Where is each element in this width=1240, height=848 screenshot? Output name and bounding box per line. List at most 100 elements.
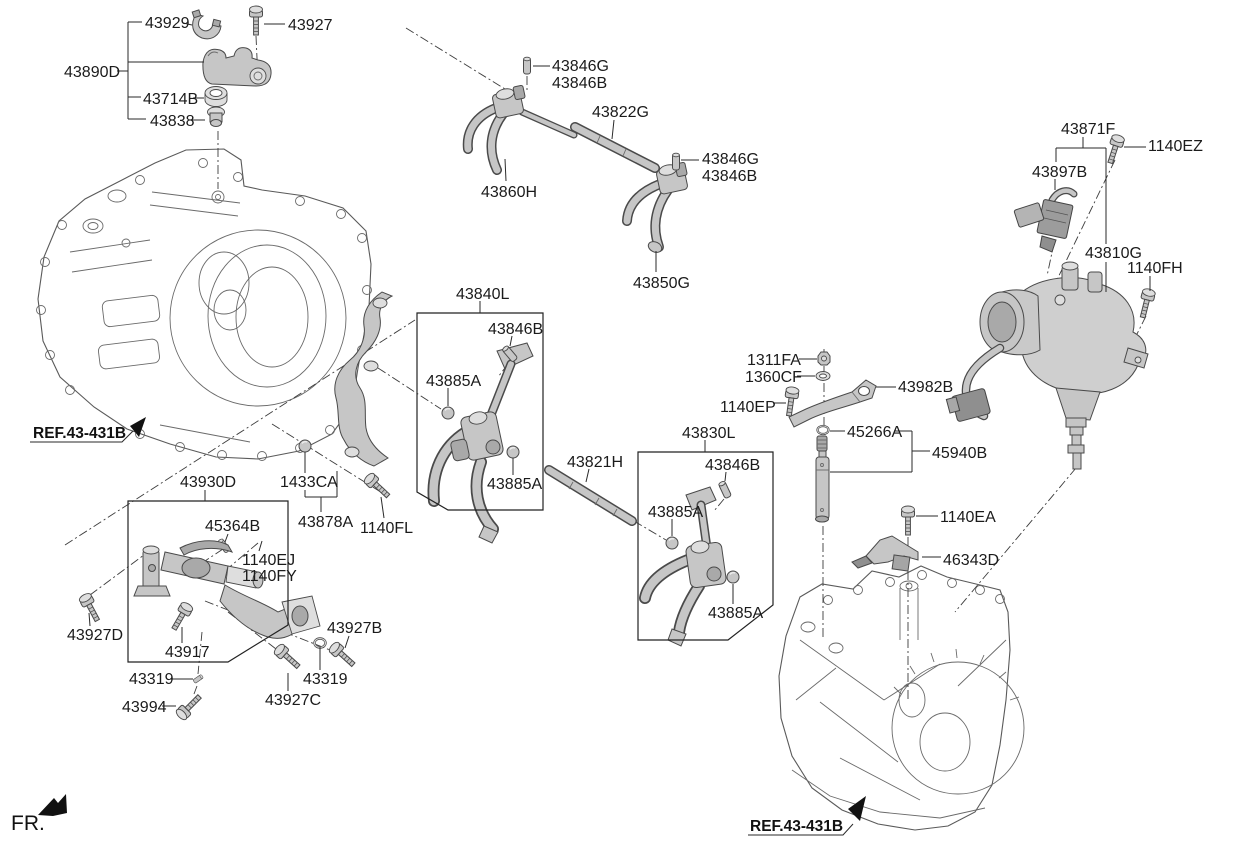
label-43840L: 43840L — [456, 286, 509, 303]
label-1360CF: 1360CF — [745, 369, 802, 386]
label-43885A-boxA2: 43885A — [487, 476, 542, 493]
label-43994: 43994 — [122, 699, 167, 716]
label-43846B-mid: 43846B — [702, 168, 757, 185]
label-43927D: 43927D — [67, 627, 123, 644]
leader-lines — [88, 21, 1151, 707]
ref-callout-left — [30, 417, 146, 443]
detent-ball-43885A-3 — [665, 536, 679, 550]
label-43885A-boxA1: 43885A — [426, 373, 481, 390]
label-43860H: 43860H — [481, 184, 537, 201]
grommet-43714B — [204, 86, 228, 107]
bolt-43927D — [77, 591, 104, 624]
label-43850G: 43850G — [633, 275, 690, 292]
label-1311FA: 1311FA — [747, 352, 801, 369]
label-43838: 43838 — [150, 113, 195, 130]
label-43927: 43927 — [288, 17, 333, 34]
label-43927C: 43927C — [265, 692, 321, 709]
snap-clip-43929 — [191, 9, 222, 40]
label-46343D: 46343D — [943, 552, 999, 569]
label-1140EZ: 1140EZ — [1148, 138, 1203, 155]
gear-actuator-43810G — [979, 261, 1149, 470]
detent-ball-43885A-1 — [441, 406, 455, 420]
bolt-43917 — [167, 600, 195, 633]
actuator-wiring-harness — [945, 343, 1005, 422]
label-43846G-top: 43846G — [552, 58, 609, 75]
callout-box-43840L — [416, 312, 544, 511]
guide-bracket-46343D — [851, 535, 919, 572]
label-1140EA: 1140EA — [940, 509, 996, 526]
label-43929: 43929 — [145, 15, 190, 32]
callout-box-43830L — [637, 451, 774, 641]
ref-label-right: REF.43-431B — [750, 818, 843, 835]
callout-box-43930D — [127, 500, 289, 663]
spring-pin-43846-boxB — [717, 480, 733, 500]
washer-1360CF — [815, 371, 831, 381]
label-1140EJ: 1140EJ — [242, 552, 295, 569]
label-43917: 43917 — [165, 644, 210, 661]
shift-lever-43982B — [788, 379, 877, 428]
ball-1433CA — [298, 439, 312, 453]
detent-ball-43885A-2 — [506, 445, 520, 459]
label-1140FL: 1140FL — [360, 520, 413, 537]
part-labels: 43929 43927 43890D 43714B 43838 43846G 4… — [11, 15, 1203, 835]
label-43890D: 43890D — [64, 64, 120, 81]
fork-rail-43822G — [570, 122, 660, 173]
nut-1311FA — [817, 351, 831, 366]
label-45266A: 45266A — [847, 424, 902, 441]
label-43871F: 43871F — [1061, 121, 1115, 138]
bolt-43994 — [173, 691, 205, 723]
label-1140EP: 1140EP — [720, 399, 776, 416]
ref-arrow-right — [848, 796, 866, 821]
label-43714B: 43714B — [143, 91, 198, 108]
bolt-1140FL — [361, 470, 394, 502]
label-43846B-boxB: 43846B — [705, 457, 760, 474]
shift-fork-43860H — [462, 84, 578, 175]
ref-arrow-left — [130, 417, 146, 437]
spring-pin-43846-top — [523, 56, 531, 75]
control-rod-45940B — [815, 435, 830, 523]
shift-fork-43840L — [427, 342, 534, 544]
shift-fork-43850G — [622, 161, 688, 253]
label-43822G: 43822G — [592, 104, 649, 121]
label-45364B: 45364B — [205, 518, 260, 535]
selector-bracket-43890D — [202, 47, 272, 87]
ref-label-left: REF.43-431B — [33, 425, 126, 442]
label-43846B-boxA: 43846B — [488, 321, 543, 338]
spring-pin-43846-mid — [672, 152, 680, 171]
label-1433CA: 1433CA — [280, 474, 338, 491]
label-43821H: 43821H — [567, 454, 623, 471]
bolt-1140FH — [1135, 287, 1157, 320]
label-43830L: 43830L — [682, 425, 735, 442]
bolt-1140EA — [901, 505, 915, 536]
label-1140FY: 1140FY — [242, 568, 297, 585]
label-43885A-boxB2: 43885A — [708, 605, 763, 622]
shift-fork-43830L — [639, 486, 727, 647]
control-shaft-assembly-43930D — [133, 540, 321, 639]
label-43846G-mid: 43846G — [702, 151, 759, 168]
label-43927B: 43927B — [327, 620, 382, 637]
label-43319-left: 43319 — [129, 671, 174, 688]
detent-ball-43885A-4 — [726, 570, 740, 584]
connector-43897B — [1013, 187, 1078, 253]
fr-label: FR. — [11, 812, 45, 835]
ref-callout-right — [748, 796, 866, 836]
label-43878A: 43878A — [298, 514, 353, 531]
label-43846B-top: 43846B — [552, 75, 607, 92]
transmission-case-left — [36, 148, 372, 461]
o-ring-45266A — [816, 424, 830, 436]
pin-43319-left — [192, 673, 204, 684]
label-43885A-boxB1: 43885A — [648, 504, 703, 521]
bolt-43927 — [249, 5, 263, 36]
label-43810G: 43810G — [1085, 245, 1142, 262]
shift-bracket-43878A — [334, 291, 394, 467]
label-45940B: 45940B — [932, 445, 987, 462]
label-43319-right: 43319 — [303, 671, 348, 688]
bolt-1140EP — [782, 385, 800, 418]
assembly-axis-lines — [64, 27, 1147, 702]
label-1140FH: 1140FH — [1127, 260, 1183, 277]
label-43930D: 43930D — [180, 474, 236, 491]
bolt-43927C — [271, 641, 304, 673]
fork-rail-43821H — [544, 465, 637, 526]
